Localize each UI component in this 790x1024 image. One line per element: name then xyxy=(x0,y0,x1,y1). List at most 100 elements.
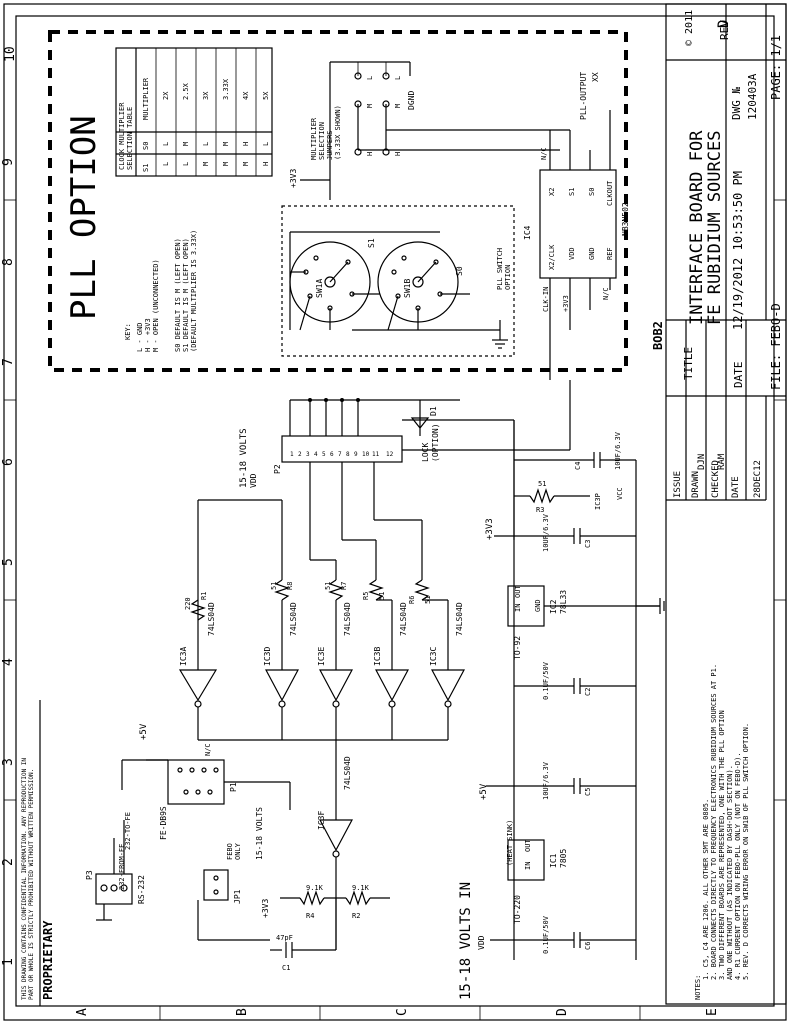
ic4-rail-label: +3V3 xyxy=(562,295,570,312)
p2-pin: 4 xyxy=(314,451,318,458)
table-cell: L xyxy=(162,142,170,146)
p2-pin: 10 xyxy=(362,451,370,458)
r2-value: 9.1K xyxy=(352,884,370,892)
connector-p2: P2 15-18 VOLTS VDD LOCK (OPTION) D1 1 2 … xyxy=(239,380,571,540)
c5-ref: C5 xyxy=(584,788,592,796)
zone-B: B xyxy=(235,1008,250,1016)
r3-resistor xyxy=(529,488,555,504)
ic2-out: OUT xyxy=(514,585,522,598)
zone-D: D xyxy=(555,1008,570,1016)
dwg-label: DWG № xyxy=(730,87,743,120)
jp1-label: JP1 xyxy=(233,889,242,904)
lock-option-label: (OPTION) xyxy=(431,423,440,462)
p2-pin: 3 xyxy=(306,451,310,458)
c5-value: 10UF/6.3V xyxy=(542,761,550,800)
r7-value: 51 xyxy=(324,582,332,590)
pll-heading: PLL OPTION xyxy=(64,115,104,320)
zone-1: 1 xyxy=(1,958,16,966)
p1-part: FE-DB9S xyxy=(159,806,168,840)
ic3c-part: 74LS04D xyxy=(455,602,464,636)
table-cell: 4X xyxy=(242,91,250,100)
table-cell: M xyxy=(222,142,230,146)
multiplier-jumpers: MULTIPLIER SELECTION JUMPERS (3.33X SHOW… xyxy=(310,61,570,200)
table-header-multiplier: MULTIPLIER xyxy=(142,77,150,120)
date2-label: DATE xyxy=(731,476,741,498)
note-5: 4. R1 CURRENT OPTION ON FEBO-PLL ONLY (N… xyxy=(734,752,742,980)
ic1-part: 7805 xyxy=(559,849,568,868)
xx-label: XX xyxy=(591,72,600,82)
key-legend: KEY: L - GND H - +3V3 M - OPEN (UNCONNEC… xyxy=(124,230,198,352)
net-232-to-fe: 232-TO-FE xyxy=(124,812,132,850)
table-cell: 3.33X xyxy=(222,78,230,100)
zone-4: 4 xyxy=(1,658,16,666)
r3-ref: R3 xyxy=(536,506,544,514)
table-cell: 3X xyxy=(202,91,210,100)
c1-value: 47pF xyxy=(276,934,293,942)
table-title-2: SELECTION TABLE xyxy=(126,107,134,170)
ic4-pin-s0: S0 xyxy=(588,188,596,196)
dgnd-label: DGND xyxy=(407,91,416,110)
table-cell: L xyxy=(202,142,210,146)
s0-label: S0 xyxy=(455,266,464,276)
table-title-1: CLOCK MULTIPLIER xyxy=(118,102,126,170)
ic4-pin-clkout: CLKOUT xyxy=(606,180,614,206)
ic2-part: 78L33 xyxy=(559,590,568,614)
note-3: 3. TWO DIFFERENT BOARDS ARE REPRESENTED,… xyxy=(718,710,726,980)
ic4-nb3n502: IC4 NB3N502 X2/CLK VDD GND REF X2 S1 S0 … xyxy=(523,110,630,380)
zone-6: 6 xyxy=(1,458,16,466)
vcc-label: VCC xyxy=(616,487,624,500)
jumper-label-1: MULTIPLIER xyxy=(310,117,318,160)
zone-letters: A B C D E xyxy=(75,1008,720,1016)
proprietary-notice: THIS DRAWING CONTAINS CONFIDENTIAL INFOR… xyxy=(21,700,55,1006)
rail-3v3-bottom: +3V3 xyxy=(261,899,270,918)
ic3a-part: 74LS04D xyxy=(207,602,216,636)
p2-pin: 2 xyxy=(298,451,302,458)
zone-10: 10 xyxy=(3,46,18,62)
jumper-l-a: L xyxy=(366,76,374,80)
c6-value: 0.1UF/50V xyxy=(542,915,550,954)
volts-label: 15-18 VOLTS xyxy=(239,428,249,488)
default-line-3: (DEFAULT MULTIPLIER IS 3.33X) xyxy=(190,230,198,352)
table-cell: M xyxy=(182,142,190,146)
zone-numbers: 1 2 3 4 5 6 7 8 9 10 xyxy=(1,46,18,966)
rail-3v3-label: +3V3 xyxy=(289,169,298,188)
table-cell: H xyxy=(262,162,270,166)
note-2: 2. BOARD CONNECTS DIRECTLY TO FREQUENCY … xyxy=(710,664,718,980)
table-header-s1: S1 xyxy=(142,164,150,172)
board-id: BOB2 xyxy=(651,321,665,350)
c4-value: 10UF/6.3V xyxy=(614,431,622,470)
febo-only-1: FEBO xyxy=(226,843,234,860)
zone-9: 9 xyxy=(1,158,16,166)
r5-ref: R5 xyxy=(362,592,370,600)
ic3e-part: 74LS04D xyxy=(343,602,352,636)
pll-output-label: PLL-OUTPUT xyxy=(579,72,588,120)
inverter-ic3e: IC3E 74LS04D 51 R7 xyxy=(317,582,353,740)
default-line-1: S0 DEFAULT IS M (LEFT OPEN) xyxy=(174,238,182,352)
jumper-m-a: M xyxy=(366,104,374,108)
ic3d-part: 74LS04D xyxy=(289,602,298,636)
ic3b-part: 74LS04D xyxy=(399,602,408,636)
p2-pin: 7 xyxy=(338,451,342,458)
switch-sw1a: SW1A S1 xyxy=(289,231,440,331)
ground-symbol xyxy=(492,330,508,349)
ic3c-ref: IC3C xyxy=(429,647,438,666)
plus3v3-label: +3V3 xyxy=(485,518,495,540)
inverter-ic3a: IC3A 74LS04D 220 R1 xyxy=(178,499,282,740)
table-cell: 2X xyxy=(162,91,170,100)
inverter-ic3f: IC3F 74LS04D xyxy=(317,740,353,950)
date2-value: 28DEC12 xyxy=(753,460,763,498)
r6-ref: R6 xyxy=(408,596,416,604)
title-block: © 2011 REV D BOB2 TITLE INTERFACE BOARD … xyxy=(651,3,787,1005)
table-cell: M xyxy=(202,162,210,166)
inner-border xyxy=(15,15,775,1007)
capacitors xyxy=(514,452,636,948)
date-label: DATE xyxy=(732,362,745,389)
inverter-ic3b: IC3B 74LS04D R5 51 xyxy=(362,592,409,740)
c2-ref: C2 xyxy=(584,688,592,696)
ic4-pin-x2clk: X2/CLK xyxy=(548,244,556,270)
volts-in-label: 15-18 VOLTS IN xyxy=(458,882,474,1000)
lock-label: LOCK xyxy=(421,443,430,462)
switch-label-1: PLL SWITCH xyxy=(496,248,504,290)
p2-ref: P2 xyxy=(273,464,282,474)
zone-8: 8 xyxy=(1,258,16,266)
